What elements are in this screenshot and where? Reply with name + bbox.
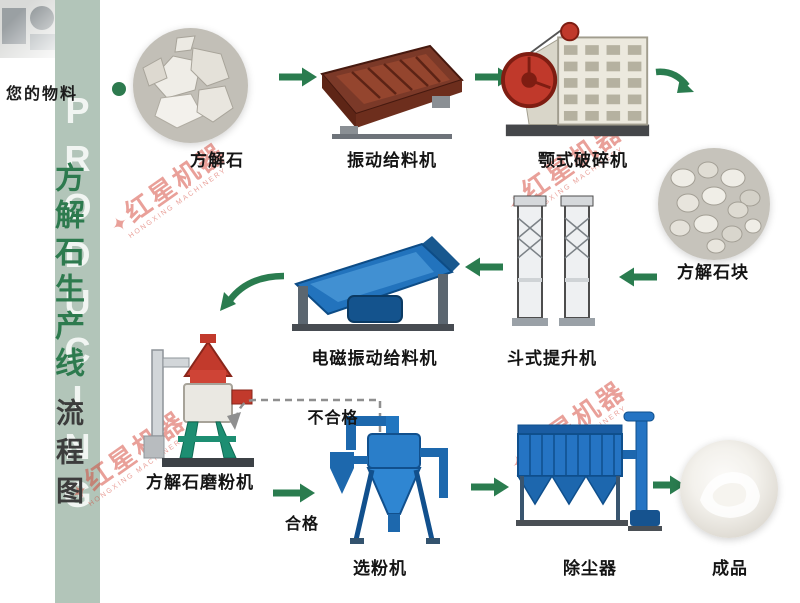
page-subtitle: 流程图 <box>53 398 84 515</box>
side-strip-watermark: PRODUCING LINE <box>57 90 98 522</box>
arrow-crusher-to-lumps <box>653 62 695 101</box>
dust-collector-illustration <box>512 410 662 550</box>
classifier-illustration <box>322 410 467 555</box>
arrow-elevator-to-em-feeder <box>464 256 504 283</box>
material-dot-icon <box>112 82 126 96</box>
branch-label-qualified: 合格 <box>284 516 319 533</box>
jaw-crusher-illustration <box>500 20 655 146</box>
arrow-dust-collector-to-product <box>652 474 686 501</box>
node-label-dust-collector: 除尘器 <box>563 559 617 578</box>
page-title: 方解石生产线 <box>50 162 83 384</box>
node-label-calcite-lumps: 方解石块 <box>677 263 749 282</box>
arrow-calcite-to-feeder <box>278 66 318 93</box>
product-powder-photo <box>680 440 778 538</box>
brand-watermark-subtext: HONGXING MACHINERY <box>127 166 229 241</box>
node-label-vibrating-feeder: 振动给料机 <box>347 151 437 170</box>
grinding-mill-illustration <box>132 330 267 475</box>
recycle-dashed-arrow <box>225 386 395 453</box>
arrow-em-feeder-to-mill <box>218 268 288 319</box>
node-label-calcite: 方解石 <box>190 151 244 170</box>
arrow-classifier-to-dust-collector <box>470 476 510 503</box>
arrow-mill-to-classifier <box>272 482 316 509</box>
calcite-lumps-photo <box>658 148 770 260</box>
node-label-jaw-crusher: 颚式破碎机 <box>538 151 628 170</box>
calcite-photo <box>133 28 248 143</box>
vibrating-feeder-illustration <box>312 40 472 145</box>
hongxing-star-icon: ✦ <box>107 210 134 239</box>
node-label-bucket-elevator: 斗式提升机 <box>507 349 597 368</box>
bucket-elevator-illustration <box>506 192 601 337</box>
electromagnetic-feeder-illustration <box>282 228 467 343</box>
branch-label-unqualified: 不合格 <box>307 410 359 427</box>
node-label-product: 成品 <box>712 559 748 578</box>
node-label-classifier: 选粉机 <box>353 559 407 578</box>
node-label-electromagnetic-feeder: 电磁振动给料机 <box>311 349 438 368</box>
material-label: 您的物料 <box>6 86 79 103</box>
node-label-grinding-mill: 方解石磨粉机 <box>146 473 254 492</box>
side-strip: PRODUCING LINE <box>55 0 100 603</box>
arrow-lumps-to-elevator <box>618 266 658 293</box>
